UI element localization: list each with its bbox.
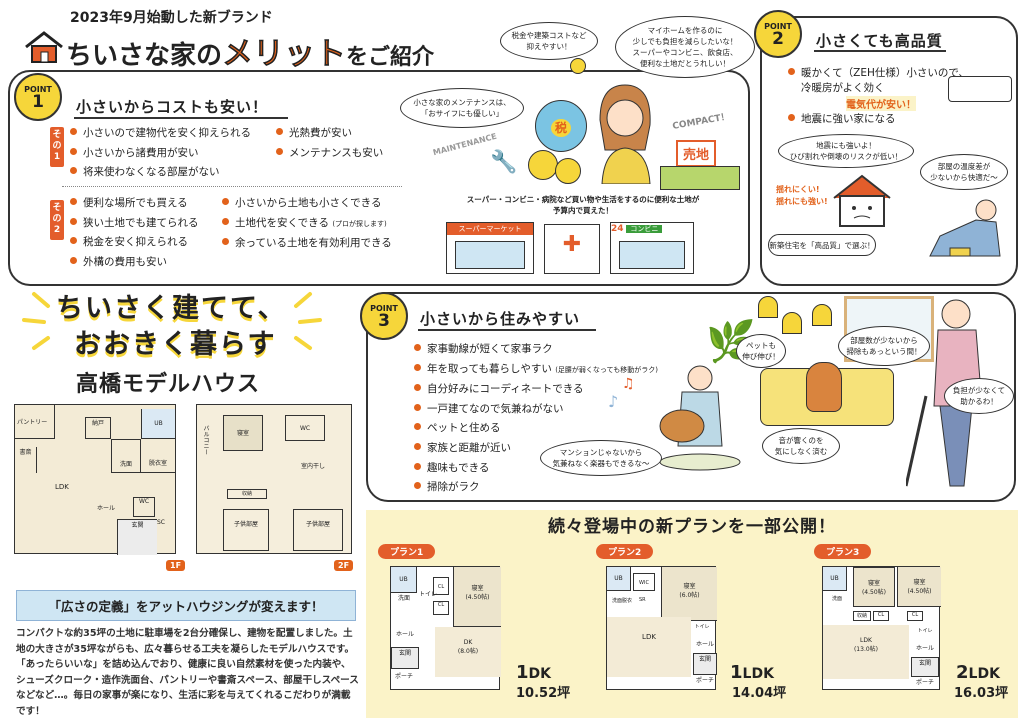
tag-sono1: その1 <box>50 127 64 167</box>
rooms-bubble: 部屋数が少ないから 掃除もあっという間！ <box>838 326 930 366</box>
music-note-icon: ♪ <box>608 392 619 411</box>
plan3-type: 2LDK <box>956 662 1000 683</box>
sound-bubble: 音が響くのを 気にしなく済む <box>762 428 840 464</box>
floor-2f-label: 2F <box>334 560 354 571</box>
model-house-title: 高橋モデルハウス <box>76 372 261 397</box>
point1-list-1a: 小さいので建物代を安く抑えられる 小さいから諸費用が安い 将来使わなくなる部屋が… <box>70 124 251 183</box>
point2-emphasis: 電気代が安い！ <box>846 96 916 111</box>
tax-bubble: 税金や建築コストなど 抑えやすい！ <box>500 22 598 60</box>
point1-title: 小さいからコストも安い！ <box>76 98 269 116</box>
woman-illustration <box>590 80 660 185</box>
man-guitar-illustration <box>642 362 742 476</box>
burden-bubble: 負担が少なくて 助かるわ！ <box>944 378 1014 414</box>
music-note-icon-2: ♫ <box>622 376 635 392</box>
point2-line2: 冷暖房がよく効く <box>801 82 885 94</box>
lamp-icon-3 <box>812 304 832 326</box>
home-bubble: マイホームを作るのに 少しでも負担を減らしたいな！ スーパーやコンビニ、飲食店、… <box>615 16 755 78</box>
floorplan-1f: パントリー 納戸 UB 書斎 洗面 脱衣室 LDK ホール WC 玄関 SC <box>14 404 176 555</box>
point2-list: 暖かくて（ZEH仕様）小さいので、 <box>788 64 969 84</box>
plan3-label: プラン3 <box>814 544 872 559</box>
aircon-icon <box>948 76 1012 102</box>
house-logo-icon <box>24 30 64 68</box>
plan2-area: 14.04坪 <box>732 686 787 701</box>
floorplan-2f: 寝室 WC バルコニー 収納 子供部屋 子供部屋 室内干し <box>196 404 352 554</box>
shake-text: 揺れにくい! 揺れにも強い! <box>776 185 828 206</box>
slogan-burst <box>14 286 330 360</box>
point1-list-2a: 便利な場所でも買える 狭い土地でも建てられる 税金を安く抑えられる 外構の費用も… <box>70 194 199 272</box>
mansion-bubble: マンションじゃないから 気兼ねなく楽器もできるな〜 <box>540 440 662 476</box>
plan3-area: 16.03坪 <box>954 686 1009 701</box>
convenience-store: 24 コンビニ <box>610 222 694 274</box>
pet-bubble: ペットも 伸び伸び！ <box>736 334 786 368</box>
tag-sono2: その2 <box>50 200 64 240</box>
coin-icon-small <box>570 58 586 74</box>
plan1-floorplan: UB 洗面 トイレ CL 寝室 (4.50帖) CL ホール DK (8.0帖)… <box>390 566 501 690</box>
temp-bubble: 部屋の温度差が 少ないから快適だ〜 <box>920 154 1008 190</box>
maint-bubble: 小さな家のメンテナンスは、 「おサイフにも優しい」 <box>400 88 524 128</box>
point1-list-1b: 光熱費が安い メンテナンスも安い <box>276 124 383 163</box>
launch-text: 2023年9月始動した新ブランド <box>70 10 273 26</box>
convenience-caption: スーパー・コンビニ・病院など買い物や生活をするのに便利な土地が予算内で買えた！ <box>466 195 700 215</box>
slogan-line1: ちいさく建てて、 <box>56 293 287 324</box>
point3-list: 家事動線が短くて家事ラク 年を取っても暮らしやすい (足腰が弱くなっても移動がラ… <box>414 340 658 498</box>
dog-icon <box>806 362 842 412</box>
title-part-b: メリット <box>222 36 347 73</box>
plan2-type: 1LDK <box>730 662 774 683</box>
man-relaxing-illustration <box>910 196 1010 264</box>
slogan-line2: おおきく暮らす <box>74 329 277 360</box>
money-bag-icon: 税 <box>535 100 587 152</box>
plan1-type: 1DK <box>516 662 552 683</box>
point2-title: 小さくても高品質 <box>816 32 943 50</box>
point1-list-2b: 小さいから土地も小さくできる 土地代を安くできる (プロが探します) 余っている… <box>222 194 392 254</box>
wrench-icon: 🔧 <box>490 150 518 175</box>
coins-icon-2 <box>555 158 581 184</box>
plans-title: 続々登場中の新プランを一部公開！ <box>548 517 836 537</box>
page-title: ちいさな家のメリットをご紹介 <box>66 28 434 73</box>
land-sale-sign: 売地 <box>676 140 717 167</box>
sturdy-house-illustration <box>830 172 894 232</box>
plan1-label: プラン1 <box>378 544 436 559</box>
select-bubble: 新築住宅を「高品質」で選ぶ！ <box>768 234 876 256</box>
plan1-area: 10.52坪 <box>516 686 571 701</box>
title-part-c: をご紹介 <box>346 45 435 70</box>
lamp-icon <box>758 296 778 318</box>
coins-icon <box>528 150 558 180</box>
plan2-floorplan: UB WIC 寝室 (6.0帖) 洗面脱衣 SR トイレ LDK ホール 玄関 … <box>606 566 717 690</box>
define-title: 「広さの定義」をアットハウジングが変えます！ <box>16 590 356 621</box>
point2-list-b: 地震に強い家になる <box>788 110 896 130</box>
define-body: コンパクトな約35坪の土地に駐車場を2台分確保し、建物を配置しました。土地の大き… <box>16 628 359 717</box>
hospital-building: ✚ <box>544 224 600 274</box>
floor-1f-label: 1F <box>166 560 186 571</box>
title-part-a: ちいさな家の <box>66 41 223 71</box>
quake-bubble: 地震にも強いよ！ ひび割れや倒壊のリスクが低い！ <box>778 134 914 168</box>
lamp-icon-2 <box>782 312 802 334</box>
supermarket-store: スーパーマーケット <box>446 222 534 274</box>
point3-title: 小さいから住みやすい <box>420 310 581 328</box>
plan2-label: プラン2 <box>596 544 654 559</box>
plan3-floorplan: UB 寝室 (4.50帖) 寝室 (4.50帖) 洗面 収納 CL CL LDK… <box>822 566 941 690</box>
